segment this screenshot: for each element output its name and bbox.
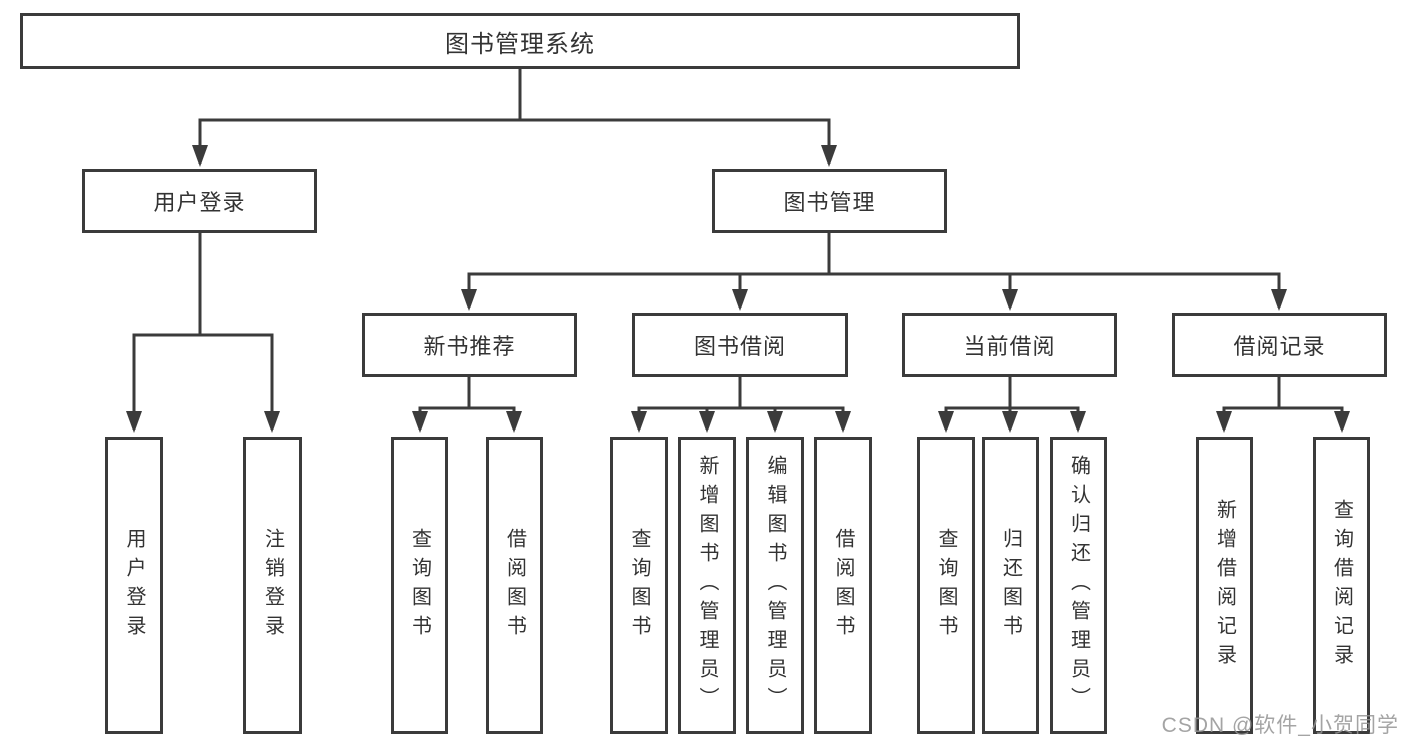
- leaf-add-borrow-record: 新增借阅记录: [1196, 437, 1253, 734]
- leaf-label: 借阅图书: [832, 527, 854, 644]
- leaf-add-books-admin: 新增图书（管理员）: [678, 437, 736, 734]
- leaf-label: 借阅图书: [503, 527, 526, 644]
- leaf-label: 新增借阅记录: [1213, 498, 1236, 673]
- leaf-label: 查询借阅记录: [1330, 498, 1353, 673]
- node-user-login-branch: 用户登录: [82, 169, 317, 233]
- leaf-label: 注销登录: [261, 527, 284, 644]
- leaf-label: 查询图书: [408, 527, 431, 644]
- csdn-watermark: CSDN @软件_小贺同学: [1161, 714, 1399, 737]
- node-label: 当前借阅: [963, 334, 1056, 359]
- leaf-query-books-recommend: 查询图书: [391, 437, 448, 734]
- node-book-borrow: 图书借阅: [632, 313, 848, 377]
- node-label: 用户登录: [153, 190, 246, 215]
- node-book-management: 图书管理: [712, 169, 947, 233]
- node-label: 图书借阅: [693, 334, 786, 359]
- leaf-return-books: 归还图书: [982, 437, 1039, 734]
- leaf-label: 查询图书: [628, 527, 650, 644]
- node-library-management-system: 图书管理系统: [20, 13, 1020, 69]
- leaf-user-login: 用户登录: [105, 437, 163, 734]
- leaf-query-books-current: 查询图书: [917, 437, 975, 734]
- leaf-query-books-borrow: 查询图书: [610, 437, 668, 734]
- node-label: 新书推荐: [423, 334, 516, 359]
- node-new-book-recommend: 新书推荐: [362, 313, 577, 377]
- leaf-query-borrow-record: 查询借阅记录: [1313, 437, 1370, 734]
- leaf-label: 用户登录: [123, 527, 145, 644]
- leaf-label: 编辑图书（管理员）: [764, 455, 786, 716]
- leaf-edit-books-admin: 编辑图书（管理员）: [746, 437, 804, 734]
- leaf-confirm-return-admin: 确认归还（管理员）: [1050, 437, 1107, 734]
- leaf-borrow-books-recommend: 借阅图书: [486, 437, 543, 734]
- leaf-label: 确认归还（管理员）: [1067, 455, 1090, 716]
- leaf-label: 查询图书: [935, 527, 957, 644]
- leaf-label: 新增图书（管理员）: [696, 455, 718, 716]
- node-borrow-records: 借阅记录: [1172, 313, 1387, 377]
- leaf-label: 归还图书: [999, 527, 1022, 644]
- leaf-logout: 注销登录: [243, 437, 302, 734]
- node-label: 图书管理系统: [445, 30, 595, 58]
- node-current-borrow: 当前借阅: [902, 313, 1117, 377]
- node-label: 图书管理: [783, 190, 876, 215]
- leaf-borrow-books: 借阅图书: [814, 437, 872, 734]
- node-label: 借阅记录: [1233, 334, 1326, 359]
